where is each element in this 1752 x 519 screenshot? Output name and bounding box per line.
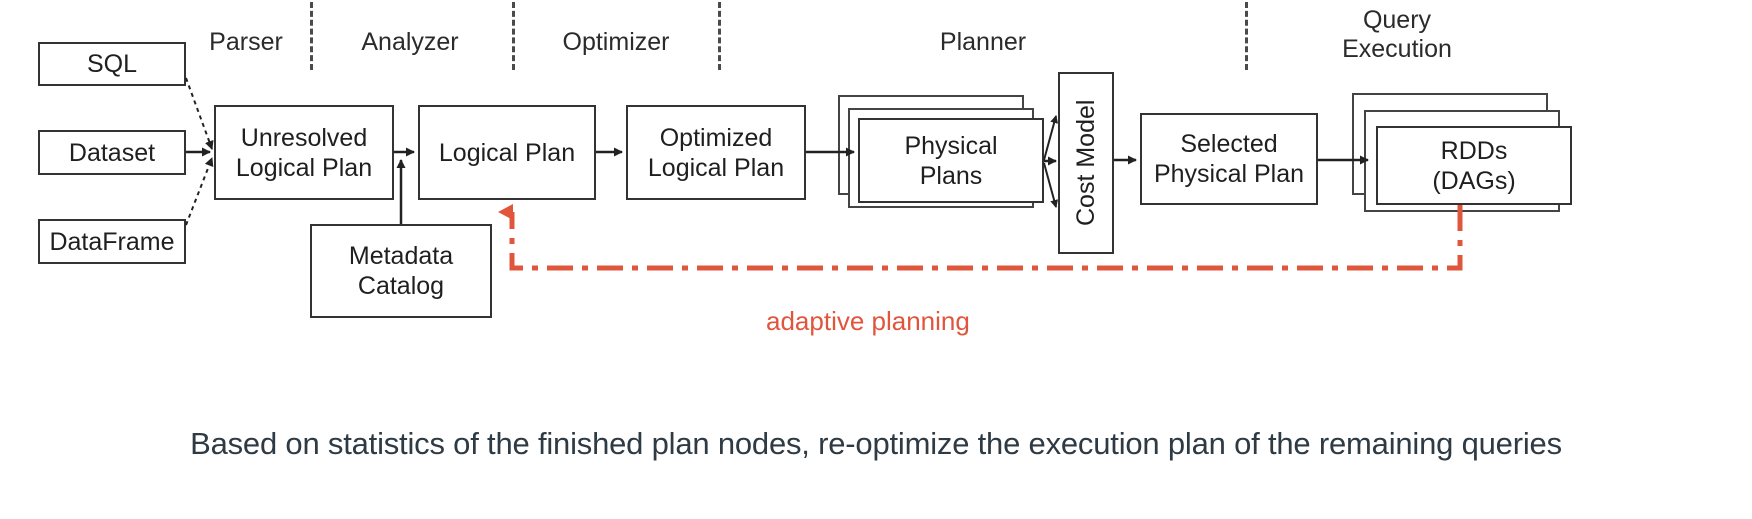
node-rdds: RDDs (DAGs) [1376,126,1572,205]
figure-caption: Based on statistics of the finished plan… [190,426,1562,461]
edge-adaptive-planning-feedback [498,204,1463,271]
stage-label-query-execution: Query Execution [1342,6,1452,63]
node-logical-plan: Logical Plan [418,105,596,200]
spark-catalyst-pipeline-diagram: Parser Analyzer Optimizer Planner Query … [38,2,1572,336]
edge-dataframe-to-unresolved [185,157,214,226]
stage-label-parser: Parser [209,28,283,56]
node-cost-model: Cost Model [1058,72,1114,254]
stage-label-analyzer: Analyzer [361,28,459,56]
edge-sql-to-unresolved [185,77,214,150]
node-dataset: Dataset [38,130,186,175]
divider-analyzer-optimizer [512,2,515,70]
node-physical-plans: Physical Plans [858,118,1044,203]
stage-label-planner: Planner [939,28,1027,56]
edge-physical-to-cost-lower [1043,162,1059,208]
node-dataframe: DataFrame [38,219,186,264]
node-selected-physical-plan: Selected Physical Plan [1140,113,1318,205]
adaptive-planning-label: adaptive planning [766,306,970,336]
divider-parser-analyzer [310,2,313,70]
node-metadata-catalog: Metadata Catalog [310,224,492,318]
node-unresolved-logical-plan: Unresolved Logical Plan [214,105,394,200]
divider-planner-query-execution [1245,2,1248,70]
divider-optimizer-planner [718,2,721,70]
edge-physical-to-cost-upper [1043,115,1059,161]
stage-label-optimizer: Optimizer [562,28,670,56]
node-sql: SQL [38,42,186,86]
node-optimized-logical-plan: Optimized Logical Plan [626,105,806,200]
